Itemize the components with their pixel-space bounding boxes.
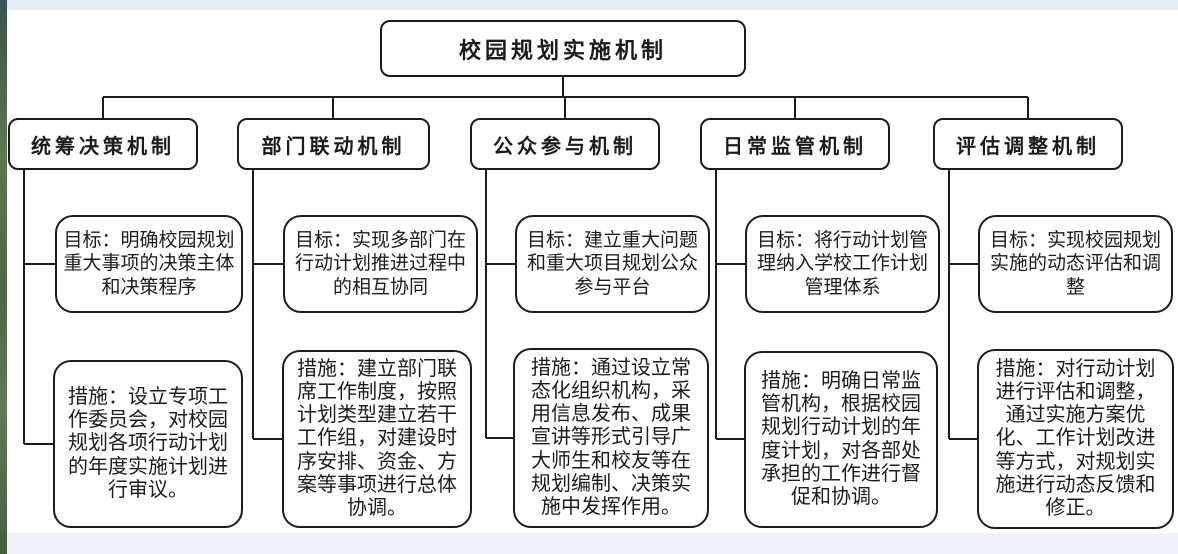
goal-3-text: 目标：建立重大问题和重大项目规划公众参与平台 xyxy=(526,230,698,298)
mechanism-3-label: 公众参与机制 xyxy=(493,135,637,158)
mechanism-5-label: 评估调整机制 xyxy=(956,135,1100,158)
node-mechanism-2: 部门联动机制 xyxy=(237,118,430,170)
branch-2-connectors xyxy=(252,170,283,440)
mechanism-2-label: 部门联动机制 xyxy=(261,135,406,158)
node-measure-1: 措施：设立专项工作委员会，对校园规划各项行动计划的年度实施计划进行审议。 xyxy=(53,360,243,528)
node-mechanism-1: 统筹决策机制 xyxy=(8,118,198,170)
node-root-title: 校园规划实施机制 xyxy=(380,20,746,77)
node-mechanism-5: 评估调整机制 xyxy=(933,118,1123,170)
branch-1-connectors xyxy=(23,170,55,445)
measure-3-text: 措施：通过设立常态化组织机构，采用信息发布、成果宣讲等形式引导广大师生和校友等在… xyxy=(531,356,691,518)
node-measure-5: 措施：对行动计划进行评估和调整，通过实施方案优化、工作计划改进等方式，对规划实施… xyxy=(977,349,1174,529)
wallpaper-edge-strip xyxy=(0,0,7,554)
measure-4-text: 措施：明确日常监管机构，根据校园规划行动计划的年度计划，对各部处承担的工作进行督… xyxy=(761,369,921,508)
node-measure-3: 措施：通过设立常态化组织机构，采用信息发布、成果宣讲等形式引导广大师生和校友等在… xyxy=(513,348,709,528)
mechanism-4-label: 日常监管机制 xyxy=(723,135,867,158)
node-mechanism-3: 公众参与机制 xyxy=(470,118,660,170)
measure-5-text: 措施：对行动计划进行评估和调整，通过实施方案优化、工作计划改进等方式，对规划实施… xyxy=(995,357,1156,519)
node-goal-4: 目标：将行动计划管理纳入学校工作计划管理体系 xyxy=(745,215,940,313)
goal-4-text: 目标：将行动计划管理纳入学校工作计划管理体系 xyxy=(756,230,928,298)
root-title-text: 校园规划实施机制 xyxy=(458,37,667,63)
node-goal-3: 目标：建立重大问题和重大项目规划公众参与平台 xyxy=(515,215,710,313)
goal-5-text: 目标：实现校园规划实施的动态评估和调整 xyxy=(989,230,1161,298)
node-goal-5: 目标：实现校园规划实施的动态评估和调整 xyxy=(978,215,1173,313)
measure-2-text: 措施：建立部门联席工作制度，按照计划类型建立若干工作组，对建设时序安排、资金、方… xyxy=(297,357,457,519)
mechanism-1-label: 统筹决策机制 xyxy=(31,135,175,158)
top-edge-strip xyxy=(0,0,1178,10)
goal-2-text: 目标：实现多部门在行动计划推进过程中的相互协同 xyxy=(294,230,466,298)
branch-3-connectors xyxy=(485,170,515,439)
branch-5-connectors xyxy=(948,170,978,440)
node-goal-2: 目标：实现多部门在行动计划推进过程中的相互协同 xyxy=(283,215,478,313)
node-goal-1: 目标：明确校园规划重大事项的决策主体和决策程序 xyxy=(55,215,243,313)
top-tree-connectors xyxy=(102,77,1029,118)
bottom-edge-strip xyxy=(0,533,1178,554)
node-measure-4: 措施：明确日常监管机构，根据校园规划行动计划的年度计划，对各部处承担的工作进行督… xyxy=(744,351,938,528)
node-measure-2: 措施：建立部门联席工作制度，按照计划类型建立若干工作组，对建设时序安排、资金、方… xyxy=(282,350,472,528)
measure-1-text: 措施：设立专项工作委员会，对校园规划各项行动计划的年度实施计划进行审议。 xyxy=(68,386,228,501)
branch-4-connectors xyxy=(715,170,745,440)
goal-1-text: 目标：明确校园规划重大事项的决策主体和决策程序 xyxy=(63,230,235,298)
node-mechanism-4: 日常监管机制 xyxy=(700,118,890,170)
